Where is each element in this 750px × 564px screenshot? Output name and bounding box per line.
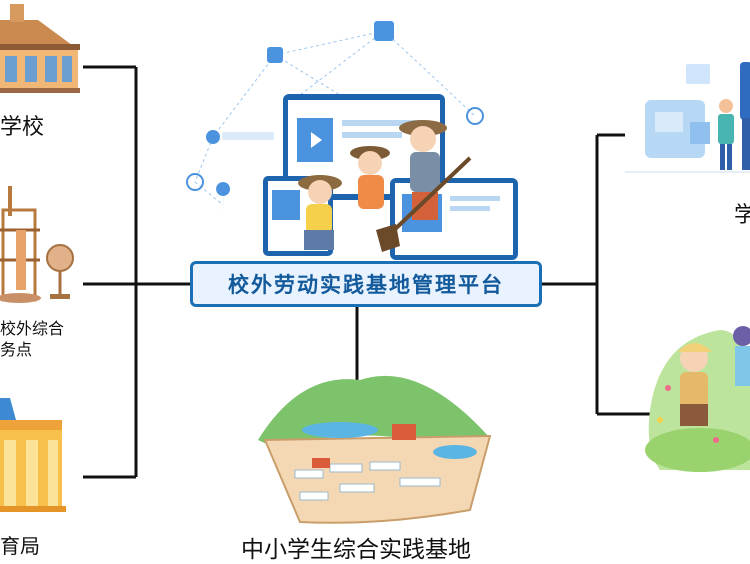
activity-station-icon xyxy=(0,186,74,303)
node-label-station-line2: 务点 xyxy=(0,340,33,359)
node-label-station-line1: 校外综合 xyxy=(0,319,65,338)
connector-lines xyxy=(83,65,650,479)
platform-title: 校外劳动实践基地管理平台 xyxy=(228,273,504,297)
platform-illustration xyxy=(186,21,518,260)
platform-title-box: 校外劳动实践基地管理平台 xyxy=(190,261,542,307)
school-building-icon xyxy=(0,4,80,93)
clock-node-icon xyxy=(206,130,220,144)
node-label-student: 学 xyxy=(734,203,750,228)
children-garden-icon xyxy=(645,326,750,472)
user-node-icon xyxy=(186,173,204,191)
gear-node-icon xyxy=(267,47,283,63)
location-pin-icon xyxy=(216,182,231,216)
education-bureau-icon xyxy=(0,398,66,512)
practice-base-map-icon xyxy=(258,375,492,524)
document-node-icon xyxy=(374,21,394,41)
student-figure-icon xyxy=(625,62,750,173)
user-node-icon-2 xyxy=(466,107,484,125)
node-label-school: 学校 xyxy=(0,115,45,140)
